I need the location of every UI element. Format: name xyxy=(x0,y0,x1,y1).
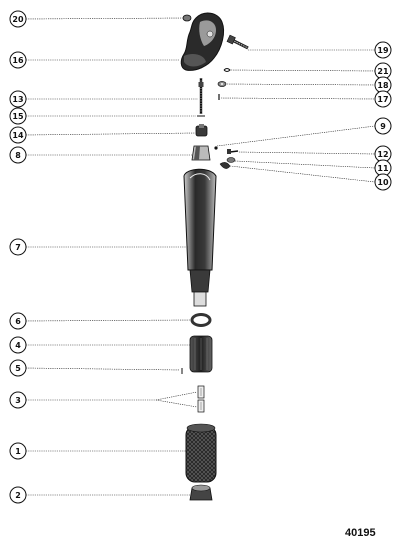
svg-text:11: 11 xyxy=(377,164,389,173)
callout-1: 1 xyxy=(9,442,186,460)
svg-text:20: 20 xyxy=(12,15,24,24)
part-8-bushing xyxy=(191,145,211,161)
svg-text:15: 15 xyxy=(12,112,24,121)
callout-19: 19 xyxy=(248,41,392,59)
callout-18: 18 xyxy=(226,76,392,94)
svg-text:10: 10 xyxy=(377,178,389,187)
part-1-knob xyxy=(185,423,217,483)
callout-20: 20 xyxy=(9,10,184,28)
svg-text:5: 5 xyxy=(15,364,21,373)
svg-text:17: 17 xyxy=(377,95,388,104)
drawing-number: 40195 xyxy=(345,527,376,539)
part-9-screw xyxy=(214,146,218,150)
svg-text:8: 8 xyxy=(15,151,21,160)
svg-text:9: 9 xyxy=(380,122,386,131)
callout-8: 8 xyxy=(9,146,192,164)
part-6-seal-ring xyxy=(190,313,212,327)
svg-text:13: 13 xyxy=(12,95,23,104)
callout-11: 11 xyxy=(234,159,392,177)
part-14-detent xyxy=(195,124,208,137)
callout-6: 6 xyxy=(9,312,191,330)
part-18-washer xyxy=(217,81,227,87)
callout-4: 4 xyxy=(9,336,190,354)
part-19-bolt xyxy=(226,34,249,50)
part-4-grip-sleeve xyxy=(189,335,213,373)
svg-text:1: 1 xyxy=(15,447,21,456)
part-11-washer xyxy=(226,157,236,163)
part-16-shift-housing xyxy=(180,12,225,71)
callout-9: 9 xyxy=(216,117,392,147)
callout-12: 12 xyxy=(238,145,392,163)
part-7-handle-tube xyxy=(183,168,217,307)
svg-text:6: 6 xyxy=(15,317,21,326)
svg-text:21: 21 xyxy=(377,67,389,76)
part-20-nut xyxy=(182,14,192,22)
svg-text:3: 3 xyxy=(15,396,21,405)
part-10-lever xyxy=(219,162,231,169)
callout-17: 17 xyxy=(220,90,392,108)
part-12-screw xyxy=(227,149,239,154)
part-3-studs xyxy=(197,385,205,413)
svg-text:12: 12 xyxy=(377,150,388,159)
svg-text:7: 7 xyxy=(15,243,21,252)
callout-3: 3 xyxy=(9,391,198,409)
callout-21: 21 xyxy=(230,62,392,80)
svg-text:14: 14 xyxy=(12,131,24,140)
svg-text:18: 18 xyxy=(377,81,389,90)
callout-14: 14 xyxy=(9,126,196,144)
callout-5: 5 xyxy=(9,359,181,377)
callout-2: 2 xyxy=(9,486,190,504)
part-21-clip xyxy=(223,68,231,72)
part-2-end-cap xyxy=(189,484,213,501)
part-13-shift-rod xyxy=(198,78,204,114)
svg-text:2: 2 xyxy=(15,491,21,500)
callout-15: 15 xyxy=(9,107,196,125)
callout-10: 10 xyxy=(229,165,392,191)
svg-text:19: 19 xyxy=(377,46,389,55)
svg-text:16: 16 xyxy=(12,56,24,65)
callout-7: 7 xyxy=(9,238,188,256)
callout-13: 13 xyxy=(9,90,198,108)
svg-text:4: 4 xyxy=(15,341,21,350)
callout-16: 16 xyxy=(9,51,180,69)
